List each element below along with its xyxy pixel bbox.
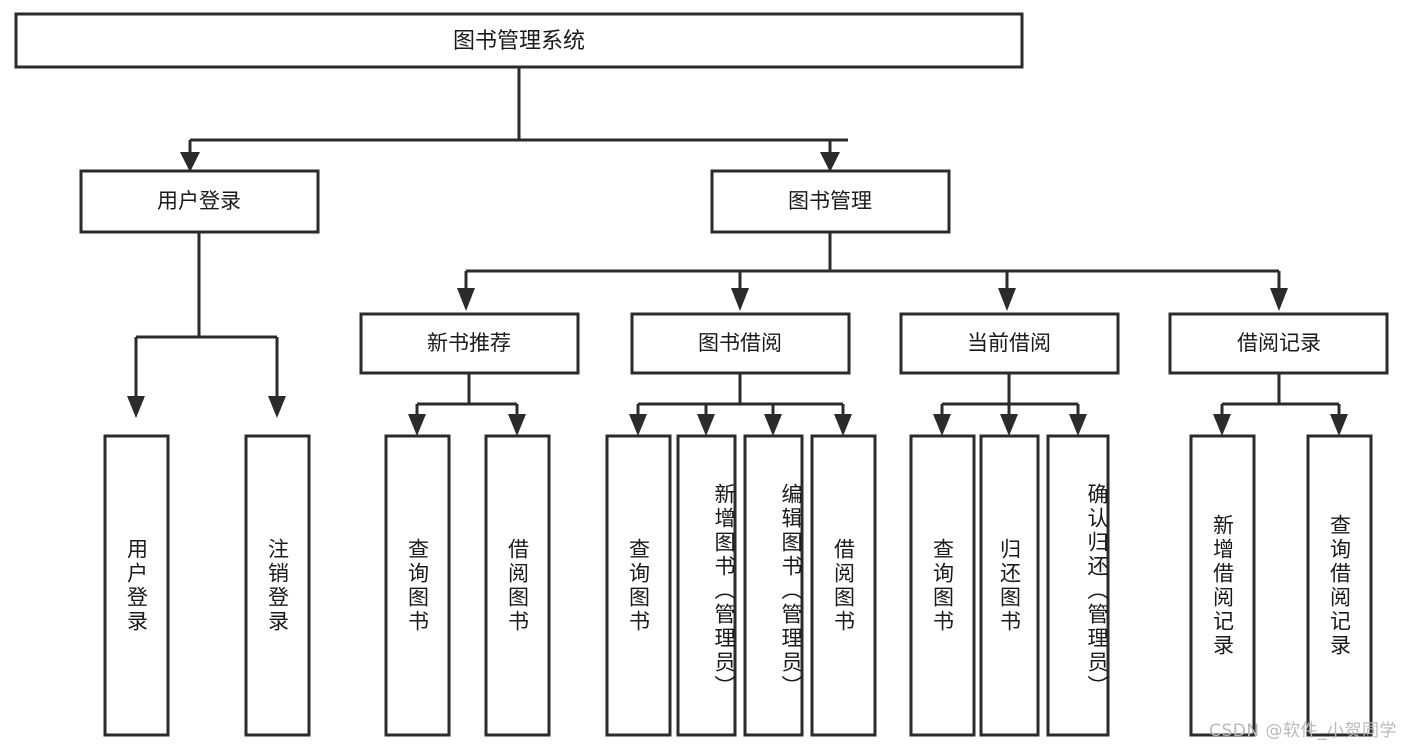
node-root-label: 图书管理系统 [453,29,585,54]
node-new-book-recommend[interactable]: 新书推荐 [359,312,580,375]
leaf-box-borrow-book-1[interactable] [484,434,551,737]
leaf-box-logout-login[interactable] [244,434,311,737]
leaf-box-borrow-book-2[interactable] [810,434,877,737]
node-borrow-record-label: 借阅记录 [1237,331,1321,355]
connector-userlogin-to-leaves [127,233,286,418]
node-user-login-label: 用户登录 [157,189,241,213]
leaf-box-add-record[interactable] [1189,434,1256,737]
leaf-box-return-book[interactable] [979,434,1040,737]
node-book-borrow[interactable]: 图书借阅 [630,312,851,375]
node-book-management-label: 图书管理 [788,189,872,213]
node-user-login[interactable]: 用户登录 [79,169,320,234]
connector-bookmgmt-to-level3 [457,233,1288,311]
leaf-box-user-login[interactable] [103,434,170,737]
connector-newbook-to-leaves [408,374,526,436]
leaf-box-query-book-3[interactable] [909,434,976,737]
node-borrow-record[interactable]: 借阅记录 [1168,312,1389,375]
connector-bookborrow-to-leaves [629,374,852,436]
node-current-borrow[interactable]: 当前借阅 [899,312,1120,375]
leaf-box-query-book-2[interactable] [605,434,672,737]
node-root[interactable]: 图书管理系统 [14,12,1024,69]
leaf-box-query-book-1[interactable] [384,434,451,737]
node-current-borrow-label: 当前借阅 [967,331,1051,355]
leaf-box-edit-book[interactable] [743,434,804,737]
connector-borrowrecord-to-leaves [1213,374,1348,436]
connector-currentborrow-to-leaves [933,374,1087,436]
leaf-box-query-record[interactable] [1306,434,1373,737]
node-book-management[interactable]: 图书管理 [710,169,951,234]
node-book-borrow-label: 图书借阅 [698,331,782,355]
leaf-box-confirm-return[interactable] [1046,434,1110,737]
connector-root-to-level2 [180,67,848,172]
leaf-box-add-book[interactable] [676,434,737,737]
leaf-boxes [103,434,1373,737]
watermark-text: CSDN @软件_小贺同学 [1209,721,1397,741]
node-new-book-recommend-label: 新书推荐 [427,331,511,355]
